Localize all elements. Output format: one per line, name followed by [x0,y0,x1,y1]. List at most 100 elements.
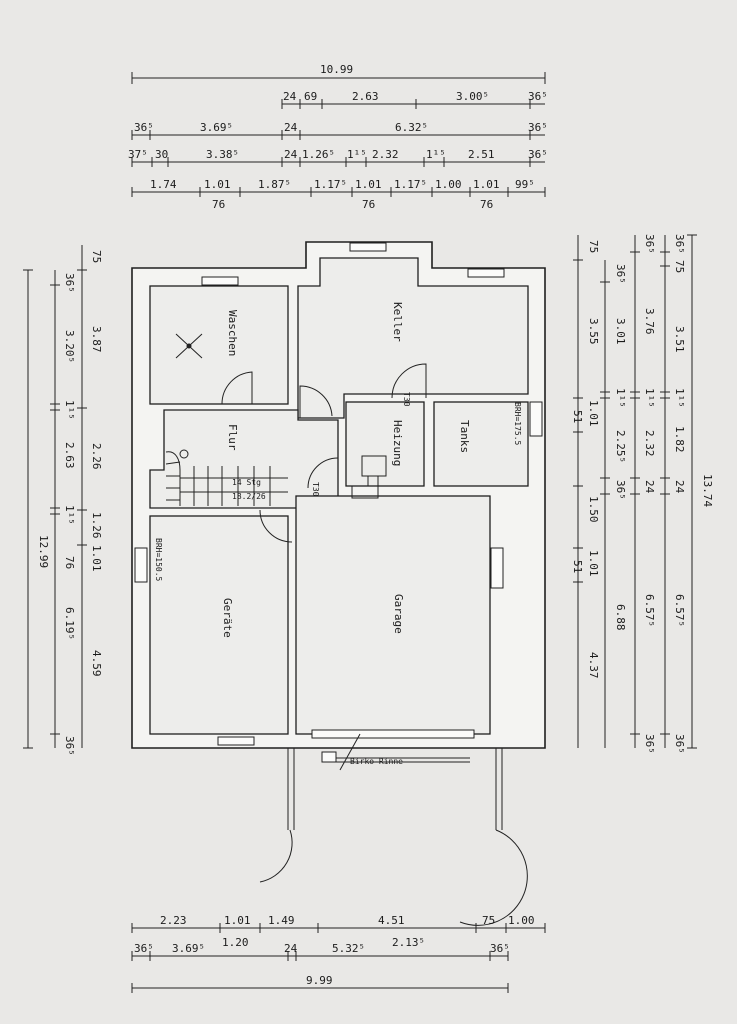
dim-right-c4-c: 3.51 [673,326,686,353]
dim-bot-r2-g: 36⁵ [490,942,510,955]
floor-drain-icon [175,333,203,359]
room-waschen [149,285,289,405]
dim-top-r4-c: 1.87⁵ [258,178,291,191]
label-brh-tanks: BRH=175.5 [513,402,522,446]
dim-left-mid-b: 3.20⁵ [63,330,76,363]
bottom-dimension-chains: 2.23 1.01 1.49 4.51 75 1.00 36⁵ 3.69⁵ 1.… [131,914,546,993]
room-labels: Waschen Keller Flur Heizung Tanks Geräte… [154,302,522,766]
dim-left-mid-g: 36⁵ [63,736,76,756]
dim-right-c3-e: 24 [643,480,656,494]
dim-bot-r1-c: 1.49 [268,914,295,927]
dim-top-r2-c: 24 [284,121,298,134]
dim-top-r4-f: 1.17⁵ [394,178,427,191]
dim-top-r3-c: 3.38⁵ [206,148,239,161]
stairs: 14 Stg 18.2/26 [165,449,288,506]
dim-right-c4-b: 75 [673,260,686,273]
dim-right-c3-c: 1¹⁵ [643,388,656,408]
dim-top-r4-b: 1.01 [204,178,231,191]
dim-right-c1-h: 4.37 [587,652,600,679]
dim-bot-r2-a: 36⁵ [134,942,154,955]
boiler-icon [351,455,387,499]
dim-top-sub-c: 76 [480,198,493,211]
dim-right-c2-e: 36⁵ [614,480,627,500]
label-birko-rinne: Birko-Rinne [350,757,403,766]
dim-bot-r1-d: 4.51 [378,914,405,927]
label-garage: Garage [392,594,405,634]
dim-top-r3-f: 1¹⁵ [347,148,367,161]
dim-left-mid-f: 6.19⁵ [63,607,76,640]
dim-bot-r1-e: 75 [482,914,495,927]
dim-right-c4-f: 24 [673,480,686,494]
dim-left-in-g: 4.59 [90,650,103,677]
label-flur: Flur [226,424,239,451]
dim-top-r3-e: 1.26⁵ [302,148,335,161]
forecourt [287,733,503,830]
dim-right-c3-a: 36⁵ [643,234,656,254]
dim-right-c2-f: 6.88 [614,604,627,631]
dim-left-mid-a: 36⁵ [63,273,76,293]
label-heizung: Heizung [391,420,404,466]
dim-right-c4-d: 1¹⁵ [673,388,686,408]
dim-right-c4-a: 36⁵ [673,234,686,254]
dim-top-r1-e: 36⁵ [528,90,548,103]
dim-top-r3-d: 24 [284,148,298,161]
room-keller [297,257,529,419]
dim-right-total: 13.74 [701,474,714,507]
label-keller: Keller [391,302,404,342]
dim-bot-total: 9.99 [306,974,333,987]
dim-left-total: 12.99 [37,535,50,568]
dim-left-in-b: 3.87 [90,326,103,353]
stairs-ratio-label: 18.2/26 [232,492,266,501]
dim-top-r1-b: 69 [304,90,317,103]
dim-top-r4-g: 1.00 [435,178,462,191]
dim-right-c3-f: 6.57⁵ [643,594,656,627]
dim-top-r3-i: 2.51 [468,148,495,161]
room-heizung [345,401,425,487]
dim-right-c1-e: 1.50 [587,496,600,523]
dim-left-in-f: 76 [63,556,76,569]
dim-bot-r2-c: 1.20 [222,936,249,949]
room-geraete [149,515,289,735]
label-geraete: Geräte [221,598,234,638]
dim-bot-r1-a: 2.23 [160,914,187,927]
dim-right-c1-f: 1.01 [587,550,600,577]
room-garage [295,495,491,735]
dim-right-c4-e: 1.82 [673,426,686,453]
dim-right-c1-c: 1.01 [587,400,600,427]
right-dimension-chains: 75 3.55 1.01 51 1.50 1.01 51 4.37 36⁵ 3.… [571,234,714,754]
dim-top-r2-b: 3.69⁵ [200,121,233,134]
dim-top-r3-g: 2.32 [372,148,399,161]
dim-bot-r1-b: 1.01 [224,914,251,927]
dim-top-r4-i: 99⁵ [515,178,535,191]
dim-top-r1-c: 2.63 [352,90,379,103]
dim-bot-r2-d: 24 [284,942,298,955]
left-dimension-chains: 12.99 36⁵ 3.20⁵ 1¹⁵ 2.63 1¹⁵ 6.19⁵ 36⁵ 7… [23,245,103,756]
dim-right-c2-a: 36⁵ [614,264,627,284]
top-dimension-chains: 10.99 24 69 2.63 3.00⁵ 36⁵ 36⁵ 3.69⁵ 24 … [128,63,548,211]
dim-top-r3-a: 37⁵ [128,148,148,161]
dim-right-c2-d: 2.25⁵ [614,430,627,463]
dim-top-sub-b: 76 [362,198,375,211]
dim-left-in-e: 1.01 [90,545,103,572]
dim-right-c1-b: 3.55 [587,318,600,345]
dim-top-sub-a: 76 [212,198,225,211]
dim-right-c4-h: 36⁵ [673,734,686,754]
dim-top-r3-j: 36⁵ [528,148,548,161]
dim-right-c3-d: 2.32 [643,430,656,457]
dim-top-r4-d: 1.17⁵ [314,178,347,191]
dim-top-r1-d: 3.00⁵ [456,90,489,103]
dim-bot-r2-e: 5.32⁵ [332,942,365,955]
building-walls [131,241,546,749]
dim-top-r2-e: 36⁵ [528,121,548,134]
dim-right-c1-d: 51 [571,410,584,423]
dim-bot-r2-b: 3.69⁵ [172,942,205,955]
label-waschen: Waschen [226,310,239,356]
dim-left-in-a: 75 [90,250,103,263]
dim-right-c1-a: 75 [587,240,600,253]
dim-right-c3-g: 36⁵ [643,734,656,754]
label-brh-geraete: BRH=150.5 [154,538,163,582]
dim-right-c3-b: 3.76 [643,308,656,335]
dim-right-c1-g: 51 [571,560,584,573]
windows [134,242,543,746]
